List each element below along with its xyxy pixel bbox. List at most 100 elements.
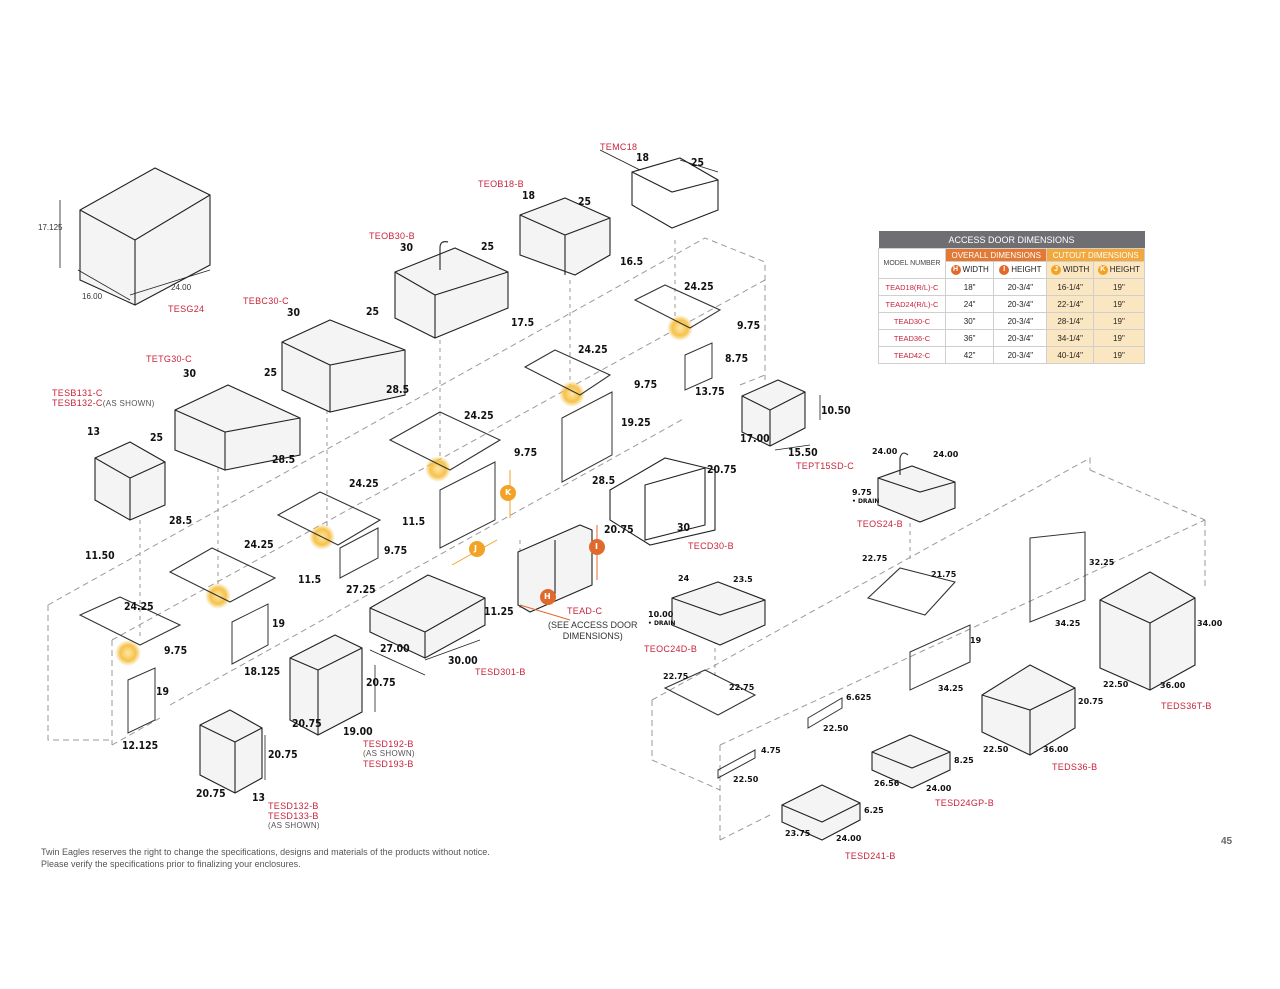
dim-c-24-25-e: 24.25 [244,538,274,551]
cell-k: 19" [1092,295,1146,313]
dim-tebc-width: 30 [287,306,301,319]
dim-teob30-depth: 25 [481,240,495,253]
dim-c-19-b: 19 [272,617,286,630]
cell-model: TEAD24(R/L)-C [878,295,946,313]
label-tesd24gp: TESD24GP-B [935,798,995,808]
label-tead: TEAD-C [567,606,603,616]
dim-tesd301-height: 11.25 [484,605,514,618]
dim-tesd24gp-height: 8.25 [954,756,974,765]
dim-c-28-5-a: 28.5 [386,383,410,396]
label-teos24: TEOS24-B [857,519,903,529]
cell-j: 28-1/4" [1046,312,1094,330]
cell-h: 30" [944,312,995,330]
dim-cut-34-25-a: 34.25 [1055,619,1081,628]
label-tesd133: TESD133-B [268,811,319,821]
dim-tesd192-height: 20.75 [366,676,396,689]
label-tesd133-note: (AS SHOWN) [268,821,320,830]
faucet-icons [439,241,909,475]
dim-teos-width: 24.00 [872,447,898,456]
label-tesb132: TESB132-C(AS SHOWN) [52,398,155,408]
table-row: TEAD24(R/L)-C 24" 20-3/4" 22-1/4" 19" [878,295,1146,313]
cell-model: TEAD18(R/L)-C [878,278,946,296]
dim-tesd132-depth: 20.75 [196,787,226,800]
dim-teoc-depth: 23.5 [733,575,753,584]
cell-i: 20-3/4" [993,295,1048,313]
cell-k: 19" [1092,346,1146,364]
label-tesb131: TESB131-C [52,388,103,398]
cell-h: 18" [944,278,995,296]
cell-model: TEAD42-C [878,346,946,364]
dim-c-24-25-a: 24.25 [684,280,714,293]
label-tetg30: TETG30-C [146,354,192,364]
table-row: TEAD30-C 30" 20-3/4" 28-1/4" 19" [878,312,1146,330]
dim-c-11-5-a: 11.5 [402,515,426,528]
page-number: 45 [1221,836,1233,847]
dim-teob30-width: 30 [400,241,414,254]
disclaimer: Twin Eagles reserves the right to change… [41,846,490,870]
cell-j: 40-1/4" [1046,346,1094,364]
dim-tept-depth: 15.50 [788,446,818,459]
label-tesd241: TESD241-B [845,851,896,861]
dim-tept-height: 10.50 [821,404,851,417]
label-tesg24: TESG24 [168,304,205,314]
dim-c-28-5-c: 28.5 [169,514,193,527]
dim-c-18-125: 18.125 [244,665,281,678]
dim-cut-6-625: 6.625 [846,693,872,702]
cell-i: 20-3/4" [993,312,1048,330]
dim-cut-21-75: 21.75 [931,570,957,579]
dim-teds36-depth: 22.50 [983,745,1009,754]
dim-teos-depth: 24.00 [933,450,959,459]
dim-tetg-width: 30 [183,367,197,380]
label-teds36t: TEDS36T-B [1161,701,1212,711]
disclaimer-line-1: Twin Eagles reserves the right to change… [41,847,490,857]
label-tebc30: TEBC30-C [243,296,289,306]
dim-tecd-30: 30 [677,521,691,534]
dim-c-17-5: 17.5 [511,316,535,329]
marker-badges [469,485,605,605]
dim-teos-drain: 9.75• DRAIN [852,488,880,506]
utility-outlet-glows [115,315,693,666]
dim-c-24-25-b: 24.25 [578,343,608,356]
dim-tesg-depth: 16.00 [82,292,103,301]
label-teoc24d: TEOC24D-B [644,644,698,654]
cutout-group-header: CUTOUT DIMENSIONS [1046,248,1145,262]
dim-cut-22-75-c: 22.75 [729,683,755,692]
dim-tesd241-height: 6.25 [864,806,884,815]
label-tesd192: TESD192-B [363,739,414,749]
dim-c-12-125: 12.125 [122,739,159,752]
label-tecd30: TECD30-B [688,541,734,551]
dim-c-11-50: 11.50 [85,549,115,562]
cutout-openings [78,284,957,716]
table-row: TEAD18(R/L)-C 18" 20-3/4" 16-1/4" 19" [878,278,1146,296]
label-temc18: TEMC18 [600,142,638,152]
dim-tesd192-depth: 20.75 [292,717,322,730]
dim-tebc-depth: 25 [366,305,380,318]
access-door-table: ACCESS DOOR DIMENSIONS MODEL NUMBER OVER… [878,231,1146,364]
badge-i: I [595,542,598,551]
dim-c-24-25-d: 24.25 [349,477,379,490]
dim-temc-width: 18 [636,151,650,164]
dim-tecd-20-75: 20.75 [707,463,737,476]
dim-teob18-depth: 25 [578,195,592,208]
dim-tesb-width: 13 [87,425,101,438]
cell-j: 34-1/4" [1046,329,1094,347]
dim-cut-22-75-b: 22.75 [663,672,689,681]
dim-tesd192-width: 19.00 [343,725,373,738]
dim-c-9-75-e: 9.75 [164,644,188,657]
dim-tetg-depth: 25 [264,366,278,379]
label-teob30: TEOB30-B [369,231,415,241]
dim-teoc-width: 24 [678,574,690,583]
badge-j: J [474,544,477,553]
dim-cut-34-25-b: 34.25 [938,684,964,693]
dim-temc-depth: 25 [691,156,705,169]
label-teds36: TEDS36-B [1052,762,1098,772]
dim-teds36t-width: 36.00 [1160,681,1186,690]
dim-cut-22-75-a: 22.75 [862,554,888,563]
dim-tept-width: 17.00 [740,432,770,445]
dim-c-19-25: 19.25 [621,416,651,429]
dim-c-16-5: 16.5 [620,255,644,268]
